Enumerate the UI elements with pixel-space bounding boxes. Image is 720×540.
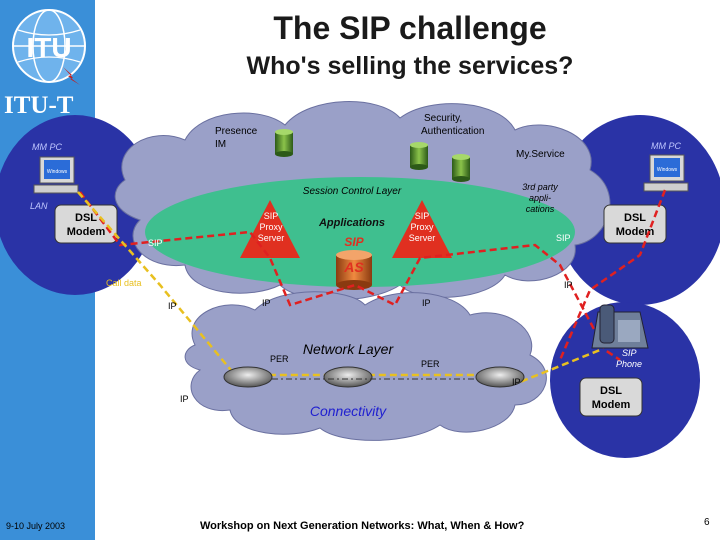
slide-title: The SIP challenge: [273, 10, 547, 46]
im-label: IM: [215, 139, 226, 150]
ip-label-mid-left: IP: [262, 298, 271, 308]
authentication-label: Authentication: [421, 126, 484, 137]
ip-label-mid-right: IP: [422, 298, 431, 308]
footer-text: Workshop on Next Generation Networks: Wh…: [200, 520, 525, 532]
page-number: 6: [704, 517, 710, 528]
lan-label: LAN: [30, 201, 48, 211]
sip-label-phone: SIP: [539, 354, 554, 364]
left-dsl-label: DSL: [75, 212, 97, 224]
network-layer-label: Network Layer: [303, 341, 395, 357]
right-pc-screen-text: Windows: [657, 167, 678, 173]
ip-label-left: IP: [168, 301, 177, 311]
presence-server: [275, 129, 293, 157]
sip-proxy-left: SIP Proxy Server: [240, 200, 300, 258]
session-control-layer: [145, 177, 575, 287]
left-dsl-modem: DSL Modem: [54, 204, 118, 244]
third-party-l1: 3rd party: [522, 182, 558, 192]
sip-proxy-right-l1: SIP: [415, 211, 430, 221]
sip-proxy-right-l2: Proxy: [410, 222, 434, 232]
third-party-l3: cations: [526, 204, 555, 214]
itu-logo: ITU: [12, 9, 86, 85]
ip-label-right: IP: [564, 280, 573, 290]
router-middle: [323, 366, 373, 388]
sip-proxy-left-l3: Server: [258, 233, 285, 243]
applications-server: [336, 250, 372, 290]
right-modem-label: Modem: [616, 226, 655, 238]
sip-proxy-right-l3: Server: [409, 233, 436, 243]
right-pc-icon: Windows: [643, 154, 689, 192]
date-label: 9-10 July 2003: [6, 521, 66, 531]
left-modem-label: Modem: [67, 226, 106, 238]
sip-label-right: SIP: [556, 233, 571, 243]
router-right: [475, 366, 525, 388]
call-data-label: Call data: [106, 278, 142, 288]
mmpc-left-label: MM PC: [32, 142, 62, 152]
as-logo-text: AS: [343, 259, 364, 275]
router-left: [223, 366, 273, 388]
slide-subtitle: Who's selling the services?: [246, 52, 574, 80]
applications-label: Applications: [318, 217, 385, 229]
bottom-dsl-label: DSL: [600, 385, 622, 397]
sip-phone-label-1: SIP: [622, 348, 637, 358]
logo-text: ITU: [26, 32, 71, 63]
sip-proxy-right: SIP Proxy Server: [392, 200, 452, 258]
third-party-l2: appli-: [529, 193, 551, 203]
sip-phone-icon: [591, 304, 649, 349]
right-dsl-modem: DSL Modem: [603, 204, 667, 244]
sip-proxy-left-l1: SIP: [264, 211, 279, 221]
per-label-right: PER: [421, 359, 440, 369]
per-label-left: PER: [270, 354, 289, 364]
security-server: [410, 142, 428, 170]
sip-phone-label-2: Phone: [616, 359, 642, 369]
bottom-dsl-modem: DSL Modem: [579, 377, 643, 417]
connectivity-label: Connectivity: [310, 403, 387, 419]
presence-label: Presence: [215, 126, 258, 137]
org-label: ITU-T: [4, 92, 74, 119]
sip-signaling-path: [79, 191, 621, 362]
bottom-modem-label: Modem: [592, 399, 631, 411]
right-dsl-label: DSL: [624, 212, 646, 224]
left-pc-screen-text: Windows: [47, 169, 68, 175]
mmpc-right-label: MM PC: [651, 141, 681, 151]
ip-label-phone: IP: [512, 377, 521, 387]
sip-label-left: SIP: [148, 238, 163, 248]
session-control-label: Session Control Layer: [303, 186, 402, 197]
security-label: Security,: [424, 113, 462, 124]
ip-label-bottom: IP: [180, 394, 189, 404]
sip-proxy-left-l2: Proxy: [259, 222, 283, 232]
myservice-server: [452, 154, 470, 182]
myservice-label: My.Service: [516, 149, 565, 160]
right-return-path: [558, 189, 667, 361]
left-pc-icon: Windows: [33, 156, 79, 194]
sip-logo-text: SIP: [344, 235, 364, 249]
